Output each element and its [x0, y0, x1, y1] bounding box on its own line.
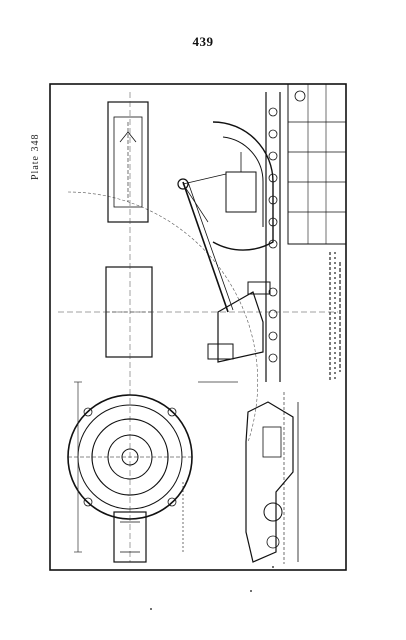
plate-label: Plate 348: [30, 133, 41, 181]
car-body-top: [107, 101, 149, 223]
speck: [250, 590, 252, 592]
page-number: 439: [192, 34, 214, 49]
boom: [182, 181, 229, 313]
boom-point-sheave: [177, 178, 189, 190]
speck: [150, 608, 152, 610]
title-block: [287, 83, 347, 245]
turntable: [67, 394, 193, 520]
swing-radius-arc: [67, 191, 258, 443]
seal-icon: [294, 90, 306, 102]
drawing-frame: [49, 83, 347, 571]
speck: [272, 566, 274, 568]
track-rails: [265, 92, 281, 382]
notes-column: [329, 252, 341, 382]
dimension-lines: [74, 381, 238, 553]
cab: [217, 291, 264, 363]
drawing-svg: [49, 83, 347, 571]
drum-arc: [212, 121, 274, 251]
truck-frame: [113, 511, 147, 563]
side-elevation: [245, 392, 299, 564]
engineering-drawing: [48, 82, 348, 572]
